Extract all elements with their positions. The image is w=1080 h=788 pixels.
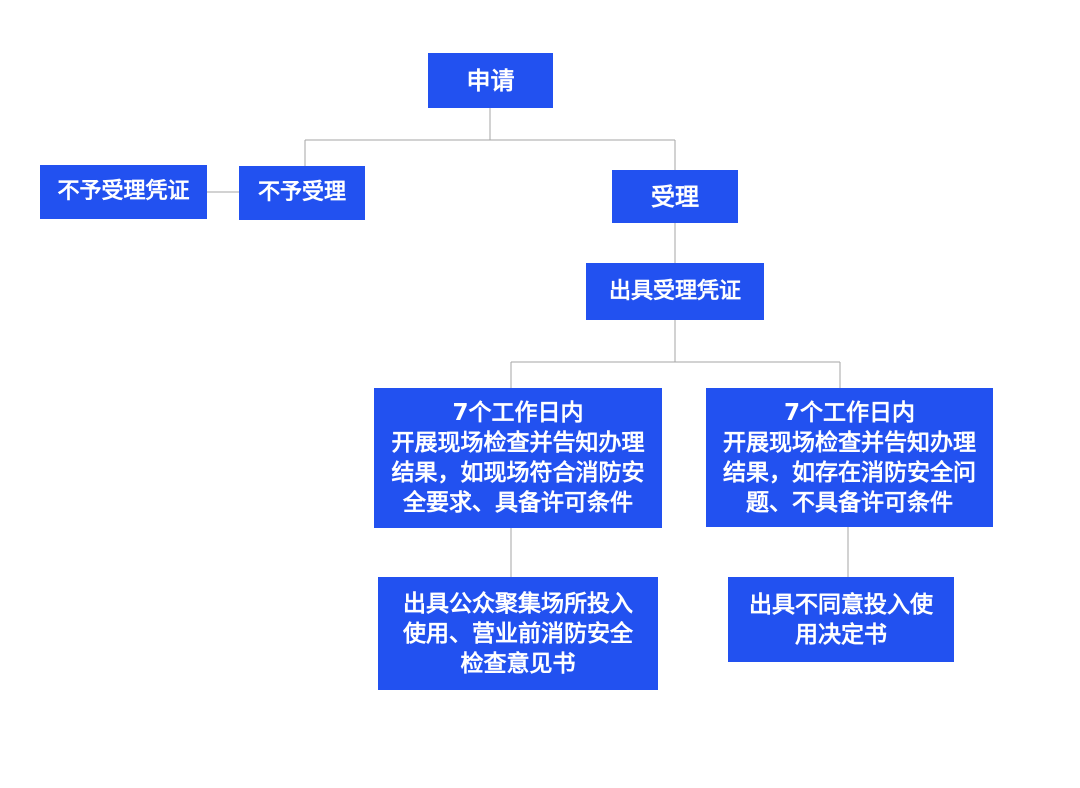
node-check-fail: 7个工作日内 开展现场检查并告知办理 结果，如存在消防安全问 题、不具备许可条件 bbox=[706, 388, 993, 527]
node-issue-opinion: 出具公众聚集场所投入 使用、营业前消防安全 检查意见书 bbox=[378, 577, 658, 690]
node-apply: 申请 bbox=[428, 53, 553, 108]
node-issue-voucher: 出具受理凭证 bbox=[586, 263, 764, 320]
node-reject-voucher: 不予受理凭证 bbox=[40, 165, 207, 219]
node-check-pass: 7个工作日内 开展现场检查并告知办理 结果，如现场符合消防安 全要求、具备许可条… bbox=[374, 388, 662, 528]
node-issue-refusal: 出具不同意投入使 用决定书 bbox=[728, 577, 954, 662]
node-reject: 不予受理 bbox=[239, 166, 365, 220]
node-accept: 受理 bbox=[612, 170, 738, 223]
